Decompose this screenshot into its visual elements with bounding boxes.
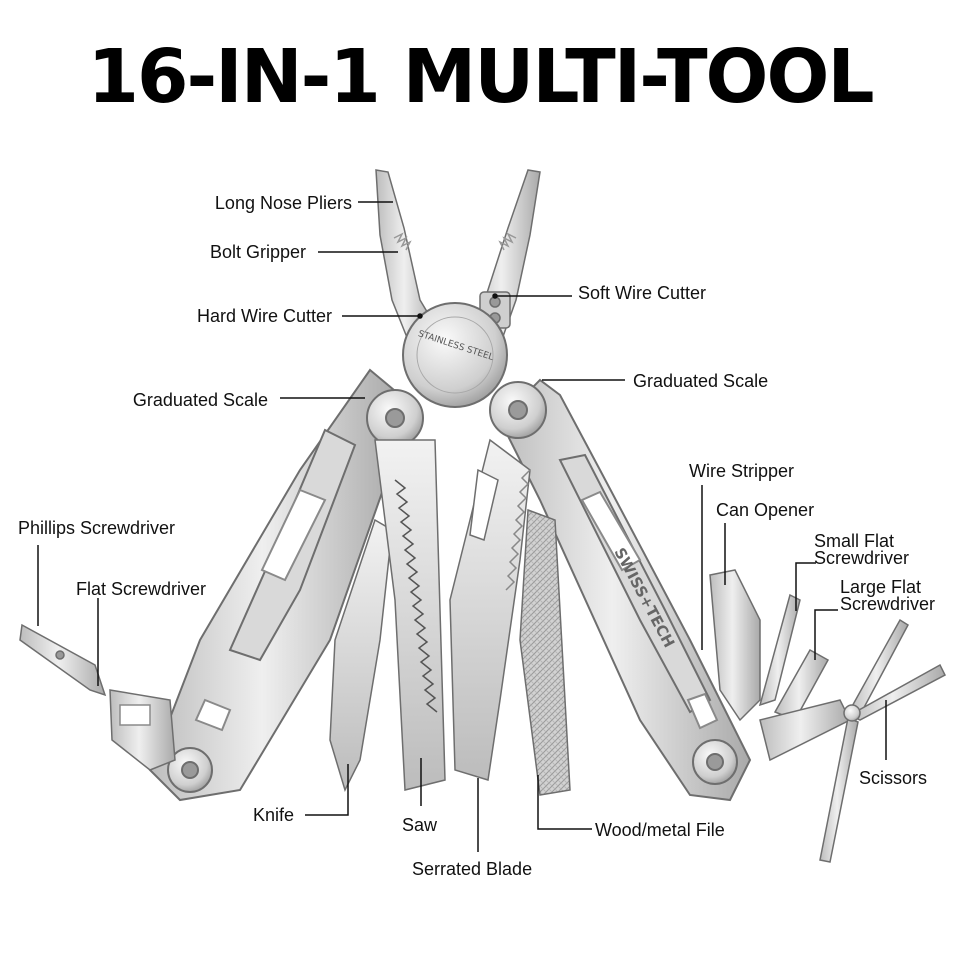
label-small-flat-screwdriver-line2: Screwdriver: [814, 548, 910, 568]
saw-blade: [374, 439, 446, 791]
label-saw: Saw: [402, 815, 438, 835]
scissors: [819, 618, 946, 863]
label-wood-metal-file: Wood/metal File: [595, 820, 725, 840]
serrated-blade: [449, 438, 531, 781]
wood-metal-file: [519, 508, 571, 796]
label-wire-stripper: Wire Stripper: [689, 461, 795, 481]
phillips-bit: [19, 623, 107, 697]
label-bolt-gripper: Bolt Gripper: [209, 242, 306, 262]
right-handle: SWISS+TECH: [489, 378, 752, 802]
label-graduated-scale-left: Graduated Scale: [132, 390, 268, 410]
label-large-flat-screwdriver-line2: Screwdriver: [840, 594, 936, 614]
callout-lines: [37, 201, 887, 852]
label-phillips-screwdriver: Phillips Screwdriver: [18, 518, 176, 538]
label-long-nose-pliers: Long Nose Pliers: [214, 193, 352, 213]
label-soft-wire-cutter: Soft Wire Cutter: [578, 283, 707, 303]
label-hard-wire-cutter: Hard Wire Cutter: [196, 306, 332, 326]
label-serrated-blade: Serrated Blade: [412, 859, 533, 879]
label-knife: Knife: [253, 805, 295, 825]
page-title: 16-IN-1 MULTI-TOOL: [87, 34, 874, 120]
flat-screwdriver-bit: [109, 689, 176, 771]
label-small-flat-screwdriver-line1: Small Flat: [814, 531, 895, 551]
label-flat-screwdriver: Flat Screwdriver: [76, 579, 207, 599]
left-handle: [148, 368, 424, 802]
label-graduated-scale-right: Graduated Scale: [633, 371, 769, 391]
pliers-pivot: STAINLESS STEEL: [402, 302, 508, 408]
label-can-opener: Can Opener: [716, 500, 815, 520]
label-large-flat-screwdriver-line1: Large Flat: [840, 577, 922, 597]
label-scissors: Scissors: [859, 768, 928, 788]
